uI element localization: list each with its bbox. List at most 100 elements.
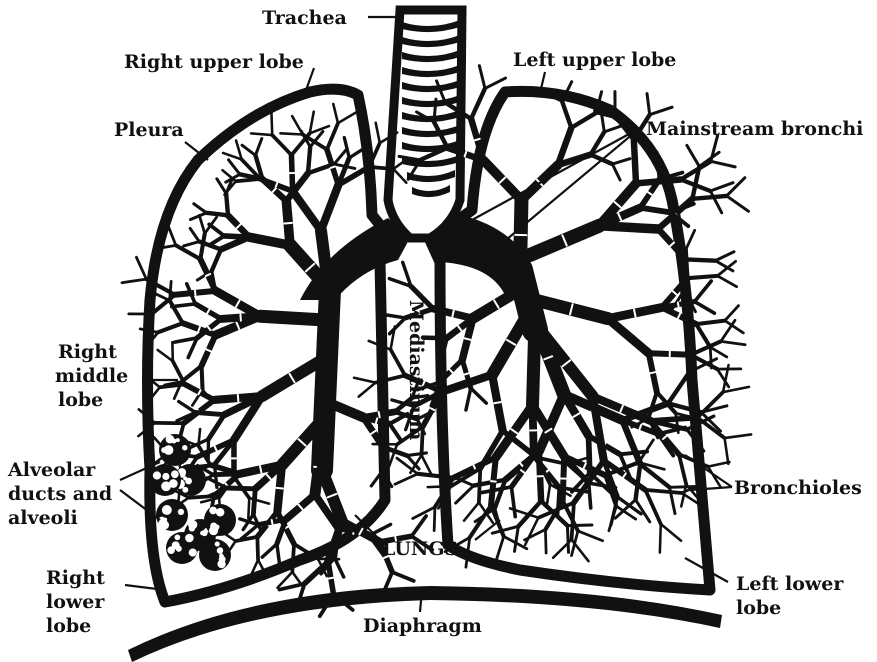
label-line: alveoli (8, 506, 112, 530)
bronchus-branch (485, 78, 506, 88)
bronchus-branch (422, 455, 432, 474)
bronchus-branch (395, 474, 418, 484)
bronchus-ring (465, 373, 469, 374)
bronchus-branch (391, 350, 405, 376)
alveolus (162, 473, 169, 480)
trachea (388, 10, 462, 238)
label-right-upper-lobe: Right upper lobe (124, 50, 304, 74)
bronchus-branch (195, 412, 224, 414)
alveolus (216, 508, 225, 517)
bronchus-branch (198, 429, 200, 446)
bronchus-ring (650, 372, 655, 373)
bronchus-branch (689, 346, 691, 372)
bronchus-branch (428, 486, 451, 487)
label-right-lower-lobe: Right lower lobe (46, 566, 105, 638)
label-left-lower-lobe: Left lower lobe (736, 572, 843, 620)
bronchus-ring (379, 412, 380, 417)
bronchus-branch (202, 366, 203, 390)
bronchus-branch (251, 133, 272, 135)
label-diaphragm: Diaphragm (363, 614, 482, 638)
alveolus (209, 507, 217, 515)
label-line: middle (55, 364, 128, 388)
label-line: Right (58, 340, 128, 364)
bronchus-branch (710, 183, 733, 191)
bronchus-branch (686, 259, 715, 260)
bronchus-branch (710, 347, 727, 357)
alveolus (210, 522, 217, 529)
bronchus-branch (696, 321, 725, 325)
alveolus (162, 505, 172, 515)
bronchus-branch (727, 196, 749, 211)
label-line: Alveolar (8, 458, 112, 482)
label-line: ducts and (8, 482, 112, 506)
bronchus-ring (272, 520, 273, 524)
bronchus-branch (253, 489, 255, 514)
bronchus-branch (308, 147, 310, 173)
bronchus-branch (711, 161, 735, 167)
alveolus (171, 438, 176, 443)
bronchus-branch (376, 123, 380, 143)
bronchus-branch (280, 584, 305, 590)
bronchus-branch (382, 447, 383, 471)
bronchus-branch (687, 145, 699, 166)
bronchus-branch (696, 324, 710, 347)
label-line: lobe (46, 614, 105, 638)
bronchus-branch (687, 276, 717, 278)
label-right-middle-lobe: Right middle lobe (58, 340, 128, 412)
bronchus-branch (545, 530, 546, 553)
label-line: Left lower (736, 572, 843, 596)
alveolus (215, 541, 220, 546)
bronchus-branch (721, 341, 745, 344)
bronchus-branch (692, 196, 726, 199)
alveolus (171, 470, 179, 478)
bronchus-branch (660, 524, 661, 553)
bronchus-branch (257, 537, 258, 560)
bronchus-branch (369, 167, 393, 169)
bronchus-branch (390, 424, 401, 440)
bronchus-branch (471, 88, 485, 118)
alveolus (160, 521, 169, 530)
bronchus-branch (248, 498, 249, 518)
label-line: lobe (736, 596, 843, 620)
bronchus-ring (329, 578, 333, 579)
bronchus-branch (226, 193, 228, 215)
bronchus-branch (650, 107, 672, 114)
bronchus-branch (271, 113, 272, 135)
bronchus-branch (695, 281, 712, 302)
alveolus (189, 548, 197, 556)
bronchus-branch (421, 103, 445, 105)
bronchus-branch (434, 507, 435, 531)
bronchus-ring (494, 402, 500, 403)
bronchus-ring (260, 466, 261, 472)
bronchus-branch (213, 474, 239, 475)
alveolus (182, 487, 188, 493)
alveolus (219, 556, 226, 563)
alveolus (176, 438, 180, 442)
bronchus-branch (390, 318, 406, 334)
bronchus-branch (723, 387, 749, 392)
label-alveolar-ducts-alveoli: Alveolar ducts and alveoli (8, 458, 112, 530)
bronchus-branch (657, 153, 660, 179)
bronchus-branch (686, 230, 695, 249)
alveolus (185, 478, 192, 485)
alveolus (188, 520, 197, 529)
bronchus-branch (533, 320, 535, 405)
bronchus-branch (697, 392, 723, 418)
label-left-upper-lobe: Left upper lobe (513, 48, 676, 72)
label-line: Right (46, 566, 105, 590)
bronchus-branch (280, 133, 302, 134)
bronchus-branch (557, 488, 559, 516)
bronchus-branch (260, 316, 325, 320)
label-lungs: LUNGS (382, 537, 458, 561)
bronchus-branch (572, 503, 574, 540)
alveolus (182, 445, 187, 450)
bronchus-ring (475, 139, 480, 140)
bronchus-branch (479, 469, 480, 503)
bronchus-branch (695, 302, 715, 314)
bronchus-branch (589, 483, 591, 508)
bronchus-ring (678, 302, 679, 306)
label-line: lower (46, 590, 105, 614)
bronchus-branch (725, 434, 752, 438)
bronchus-branch (122, 279, 146, 283)
label-bronchioles: Bronchioles (734, 476, 862, 500)
